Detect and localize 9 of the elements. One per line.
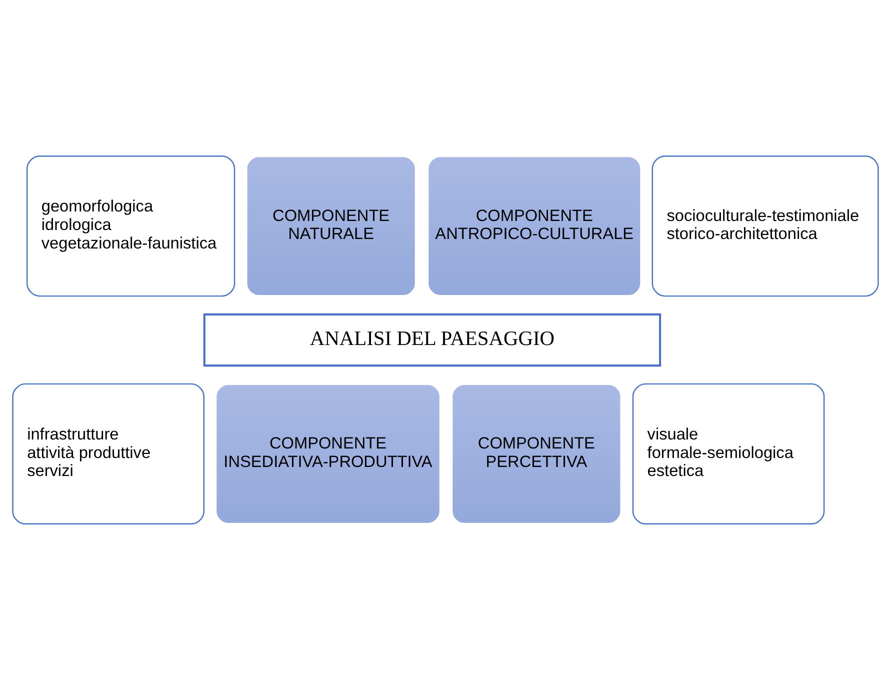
node-box: visuale formale-semiologica estetica (632, 383, 825, 525)
node-box: socioculturale-testimoniale storico-architettonica (652, 155, 879, 297)
node-box: ANALISI DEL PAESAGGIO (203, 313, 662, 367)
node-box: geomorfologica idrologica vegetazionale-faunistica (26, 155, 236, 297)
node-box: COMPONENTE NATURALE (245, 155, 417, 298)
node-box: COMPONENTE PERCETTIVA (450, 382, 622, 525)
node-box: COMPONENTE ANTROPICO-CULTURALE (426, 155, 642, 298)
node-box: COMPONENTE INSEDIATIVA-PRODUTTIVA (214, 382, 442, 525)
node-box: infrastrutture attività produttive servizi (12, 383, 204, 525)
